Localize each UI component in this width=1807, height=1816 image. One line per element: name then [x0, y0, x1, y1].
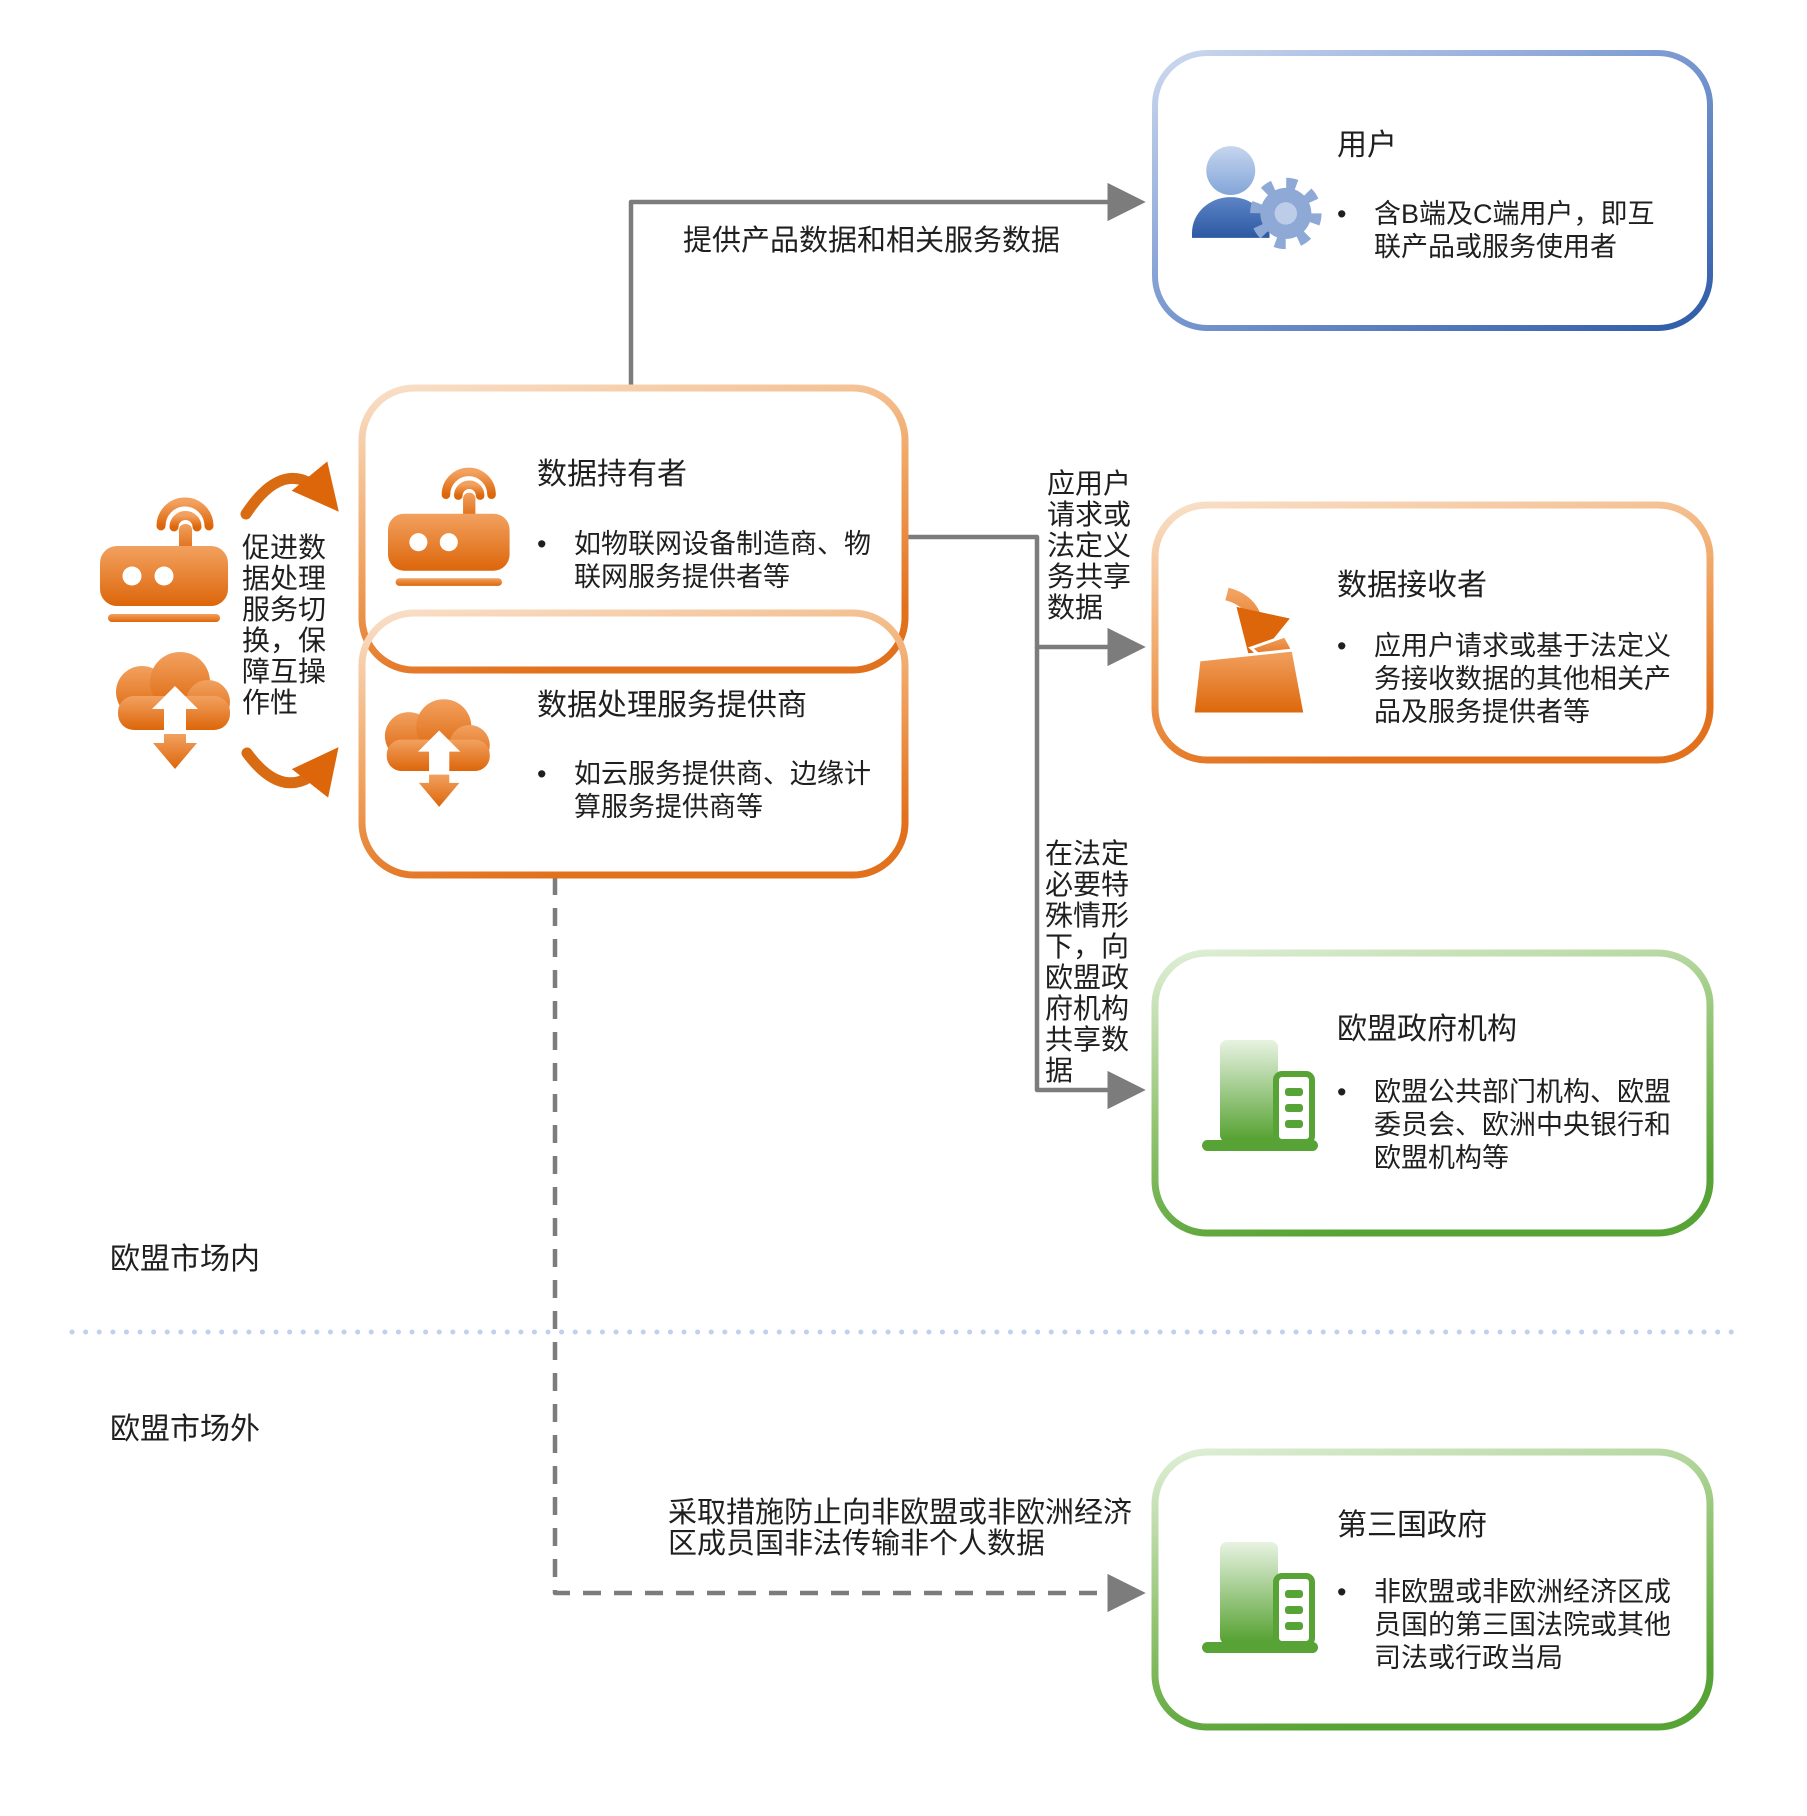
bullet-dot: •	[1337, 199, 1347, 229]
user-bullet-text: 含B端及C端用户，即互 联产品或服务使用者	[1374, 199, 1655, 262]
arrow-to-third-country-label: 采取措施防止向非欧盟或非欧洲经济 区成员国非法传输非个人数据	[668, 1497, 1133, 1560]
data-recipient-box	[1151, 501, 1714, 764]
bullet-dot: •	[537, 529, 547, 559]
section-label-inside-eu: 欧盟市场内	[110, 1243, 260, 1276]
arrow-to-user	[628, 182, 1146, 388]
eu-gov-bullet: • 欧盟公共部门机构、欧盟 委员会、欧洲中央银行和 欧盟机构等	[1337, 1076, 1687, 1175]
third-country-bullet-text: 非欧盟或非欧洲经济区成 员国的第三国法院或其他 司法或行政当局	[1374, 1577, 1671, 1673]
data-processor-bullet: • 如云服务提供商、边缘计 算服务提供商等	[537, 758, 887, 824]
third-country-title: 第三国政府	[1337, 1509, 1487, 1542]
iot-router-icon-holder	[388, 472, 510, 586]
bullet-dot: •	[1337, 1077, 1347, 1107]
person-gear-icon	[1192, 146, 1315, 243]
user-title: 用户	[1337, 129, 1397, 162]
cloud-sync-icon-processor	[384, 699, 490, 807]
data-recipient-bullet: • 应用户请求或基于法定义 务接收数据的其他相关产 品及服务提供者等	[1337, 630, 1687, 729]
data-holder-title: 数据持有者	[537, 458, 687, 491]
building-icon-eu-gov	[1202, 1040, 1318, 1151]
iot-router-icon-left	[100, 502, 228, 622]
cloud-sync-icon-left	[116, 652, 230, 769]
arrow-to-eu-gov	[1034, 647, 1146, 1110]
data-processor-box	[358, 609, 909, 879]
arrow-to-third-country-dashed	[552, 877, 1146, 1613]
eu-gov-box	[1151, 949, 1714, 1237]
cycle-arrow-bottom	[241, 747, 339, 798]
data-holder-bullet: • 如物联网设备制造商、物 联网服务提供者等	[537, 528, 887, 594]
third-country-bullet: • 非欧盟或非欧洲经济区成 员国的第三国法院或其他 司法或行政当局	[1337, 1576, 1687, 1675]
section-label-outside-eu: 欧盟市场外	[110, 1413, 260, 1446]
data-recipient-title: 数据接收者	[1337, 569, 1487, 602]
data-holder-box	[358, 384, 909, 674]
building-icon-third-country	[1202, 1542, 1318, 1653]
bullet-dot: •	[1337, 1577, 1347, 1607]
eu-gov-title: 欧盟政府机构	[1337, 1013, 1517, 1046]
cycle-arrow-top	[240, 461, 339, 520]
third-country-box	[1151, 1448, 1714, 1731]
bullet-dot: •	[537, 759, 547, 789]
arrow-to-recipient	[905, 534, 1146, 667]
data-holder-bullet-text: 如物联网设备制造商、物 联网服务提供者等	[574, 529, 871, 592]
folder-receive-icon	[1193, 594, 1305, 714]
bullet-dot: •	[1337, 631, 1347, 661]
arrow-to-recipient-label: 应用户 请求或 法定义 务共享 数据	[1047, 468, 1132, 623]
user-bullet: • 含B端及C端用户，即互 联产品或服务使用者	[1337, 198, 1682, 264]
cycle-label: 促进数 据处理 服务切 换，保 障互操 作性	[242, 532, 327, 718]
data-processor-bullet-text: 如云服务提供商、边缘计 算服务提供商等	[574, 759, 871, 822]
user-box	[1152, 50, 1713, 331]
eu-gov-bullet-text: 欧盟公共部门机构、欧盟 委员会、欧洲中央银行和 欧盟机构等	[1374, 1077, 1671, 1173]
arrow-to-eu-gov-label: 在法定 必要特 殊情形 下，向 欧盟政 府机构 共享数 据	[1045, 838, 1130, 1086]
data-recipient-bullet-text: 应用户请求或基于法定义 务接收数据的其他相关产 品及服务提供者等	[1374, 631, 1671, 727]
arrow-to-user-label: 提供产品数据和相关服务数据	[683, 225, 1061, 257]
data-processor-title: 数据处理服务提供商	[537, 689, 807, 722]
